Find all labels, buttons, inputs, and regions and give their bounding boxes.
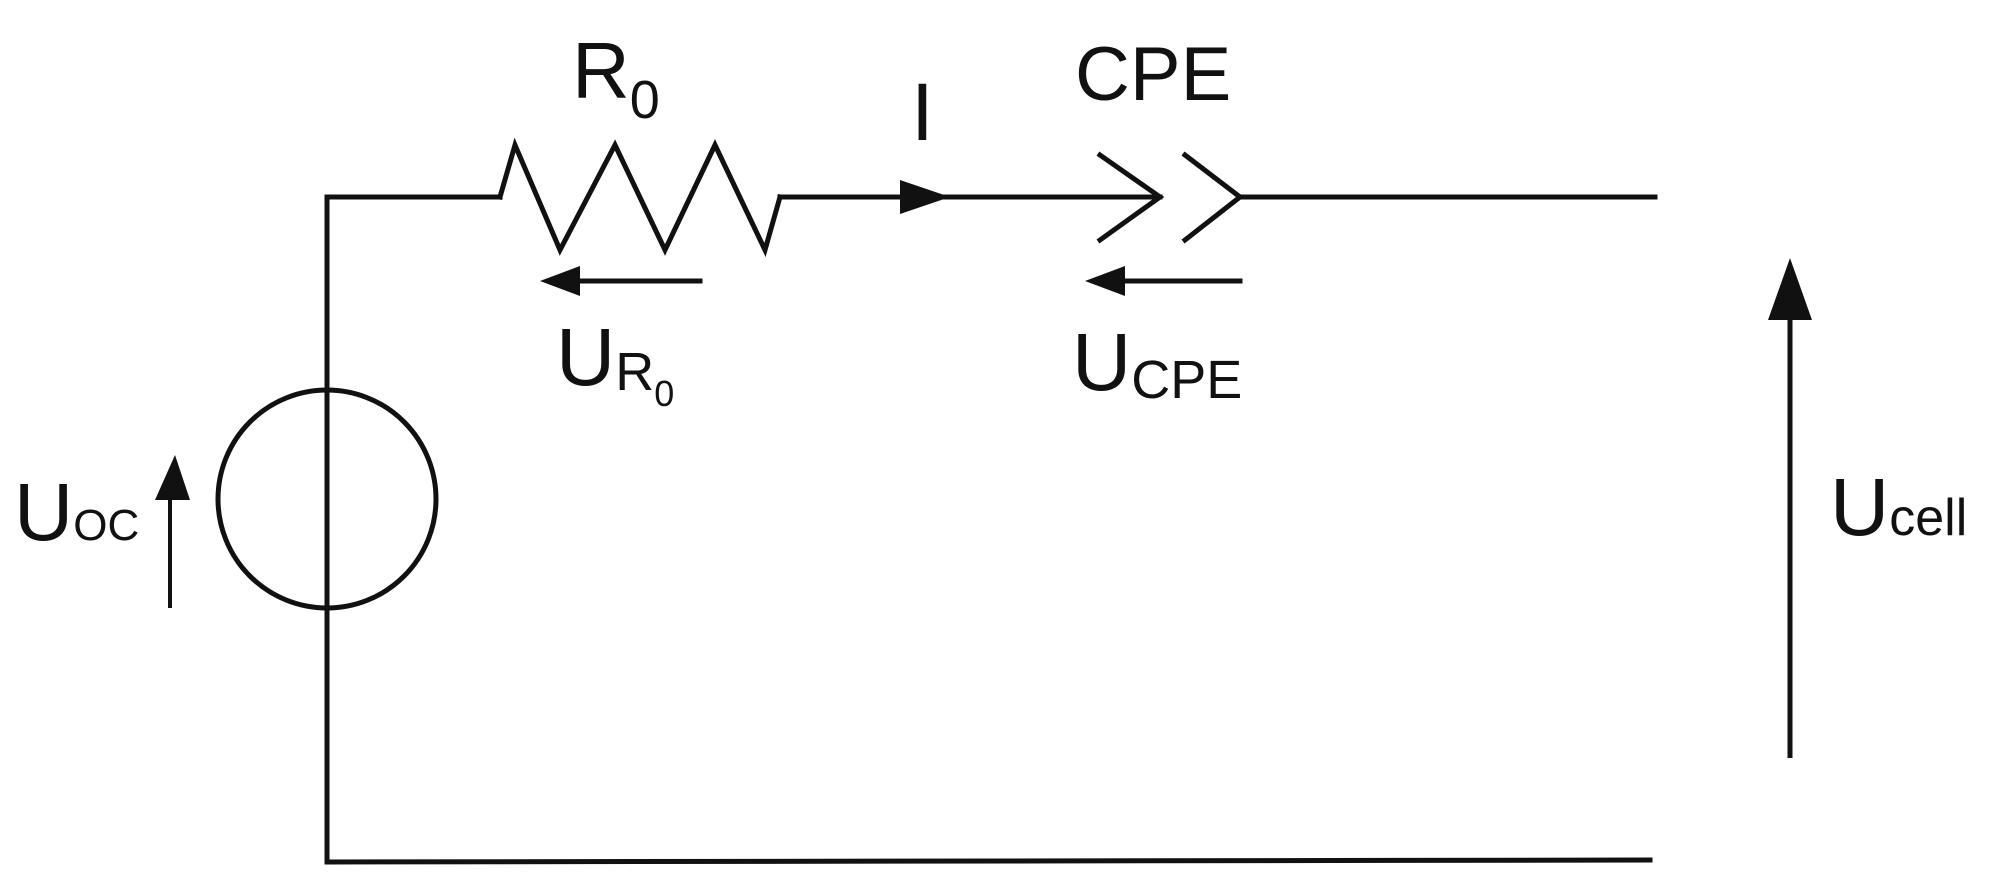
label-cpe: CPE — [1075, 32, 1231, 117]
label-uoc-sub: OC — [73, 501, 139, 550]
label-ur0: UR0 — [556, 312, 674, 414]
label-ucell: Ucell — [1830, 462, 1967, 553]
resistor-r0 — [496, 137, 784, 258]
label-ucell-main: U — [1830, 462, 1889, 553]
uoc-arrowhead-icon — [155, 455, 190, 500]
label-ucpe-main: U — [1072, 317, 1131, 408]
label-ur0-subsub: 0 — [654, 373, 674, 414]
label-ucpe: UCPE — [1072, 317, 1242, 410]
current-arrow-icon — [900, 180, 950, 214]
ucell-arrowhead-icon — [1768, 258, 1812, 320]
bottom-wire — [324, 857, 1653, 865]
label-r0-main: R — [572, 26, 630, 115]
label-uoc: UOC — [14, 467, 139, 558]
label-ur0-sub: R — [615, 342, 654, 402]
ur0-arrowhead-icon — [540, 266, 580, 296]
ucpe-arrowhead-icon — [1085, 266, 1125, 296]
label-r0: R0 — [572, 26, 660, 130]
label-ur0-main: U — [556, 312, 615, 403]
label-current: I — [911, 67, 934, 158]
label-uoc-main: U — [14, 467, 73, 558]
label-r0-sub: 0 — [630, 70, 660, 130]
voltage-source-icon — [215, 387, 439, 611]
label-ucpe-sub: CPE — [1131, 350, 1242, 410]
label-ucell-sub: cell — [1889, 489, 1967, 547]
